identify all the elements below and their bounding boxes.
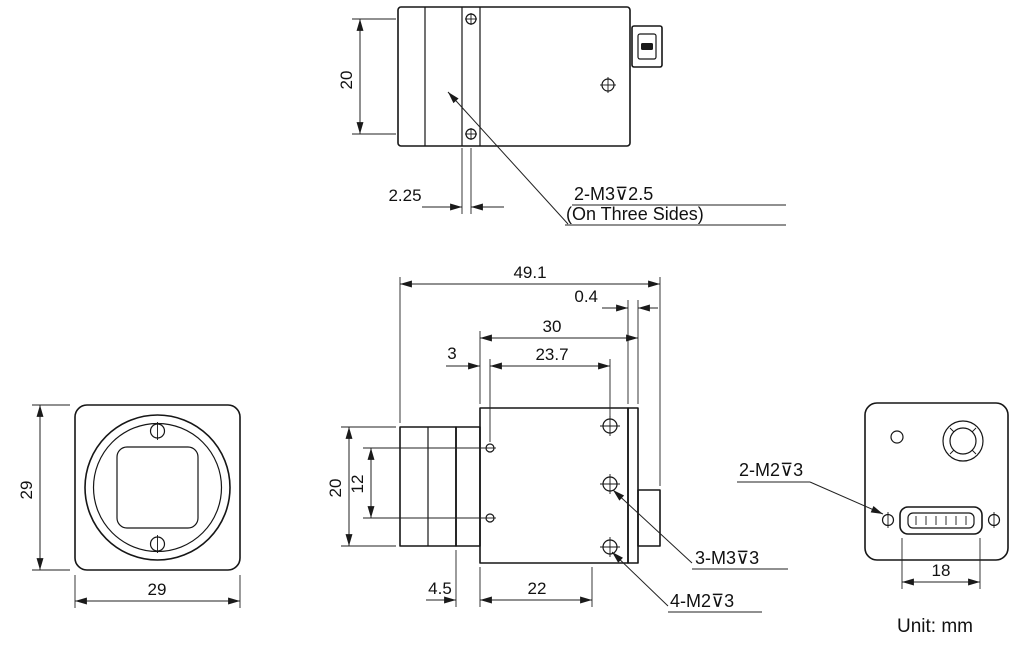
screw-holes-side-view [484,416,620,557]
dim-label-front-width: 29 [148,580,167,599]
dim-label-lens-height: 20 [326,479,345,498]
dimension-front-height-29: 29 [17,404,70,571]
dimension-back-18: 18 [901,538,981,589]
dimension-top-20: 20 [337,18,396,135]
dimension-side-49-1: 49.1 [399,263,661,486]
screw-holes-back-view [881,512,1001,528]
dimension-side-23-7: 23.7 [489,345,611,442]
callout-3-m3: 3-M3⊽3 [612,489,788,570]
dim-label-screw-span: 23.7 [535,345,568,364]
callout-label-2-m2: 2-M2⊽3 [739,460,803,480]
dimension-side-0-4: 0.4 [574,287,658,404]
dim-label-back-plate: 0.4 [574,287,598,306]
callout-m3-three-sides: 2-M3⊽2.5 (On Three Sides) [447,91,786,226]
dim-label-total-length: 49.1 [513,263,546,282]
dimension-side-4-5: 4.5 [426,550,481,607]
dim-label-screw-vertical-span: 12 [348,475,367,494]
side-view: 49.1 0.4 30 23.7 3 20 [326,263,788,613]
dim-label-top-20: 20 [337,71,356,90]
side-view-outline [399,407,661,564]
callout-2-m2: 2-M2⊽3 [737,460,884,515]
io-connector-top [631,25,663,68]
callout-4-m2: 4-M2⊽3 [611,551,762,613]
dim-label-connector-width: 18 [932,561,951,580]
top-view-outline [397,6,631,147]
dimension-side-20: 20 [326,426,396,547]
screw-holes-front-view [149,422,166,553]
unit-note: Unit: mm [897,616,973,637]
front-view-outline [74,404,241,571]
dim-label-bottom-span: 22 [528,579,547,598]
io-connector-back [899,506,983,535]
dim-label-top-2-25: 2.25 [388,186,421,205]
callout-label-3-m3: 3-M3⊽3 [695,548,759,568]
callout-label-three-sides: (On Three Sides) [566,204,704,224]
dim-label-flange: 4.5 [428,579,452,598]
callout-label-m3-thread: 2-M3⊽2.5 [574,184,653,204]
knob-icon [942,420,984,462]
dim-label-body-depth: 30 [543,317,562,336]
top-view: 20 2.25 2-M3⊽2.5 (On Three Sides) [337,6,786,226]
dim-label-front-screw-offset: 3 [447,344,456,363]
dimension-front-width-29: 29 [74,575,241,608]
front-view: 29 29 [17,404,241,608]
dimension-side-12: 12 [348,447,486,519]
back-view: 18 2-M2⊽3 Unit: mm [737,402,1009,637]
screw-holes-top-view [465,13,616,140]
dimension-top-2-25: 2.25 [388,148,504,214]
callout-label-4-m2: 4-M2⊽3 [670,591,734,611]
dim-label-front-height: 29 [17,481,36,500]
back-view-outline [864,402,1009,561]
dimension-side-3: 3 [446,344,480,370]
dimension-side-22: 22 [480,567,593,607]
dimension-side-30: 30 [479,317,638,404]
